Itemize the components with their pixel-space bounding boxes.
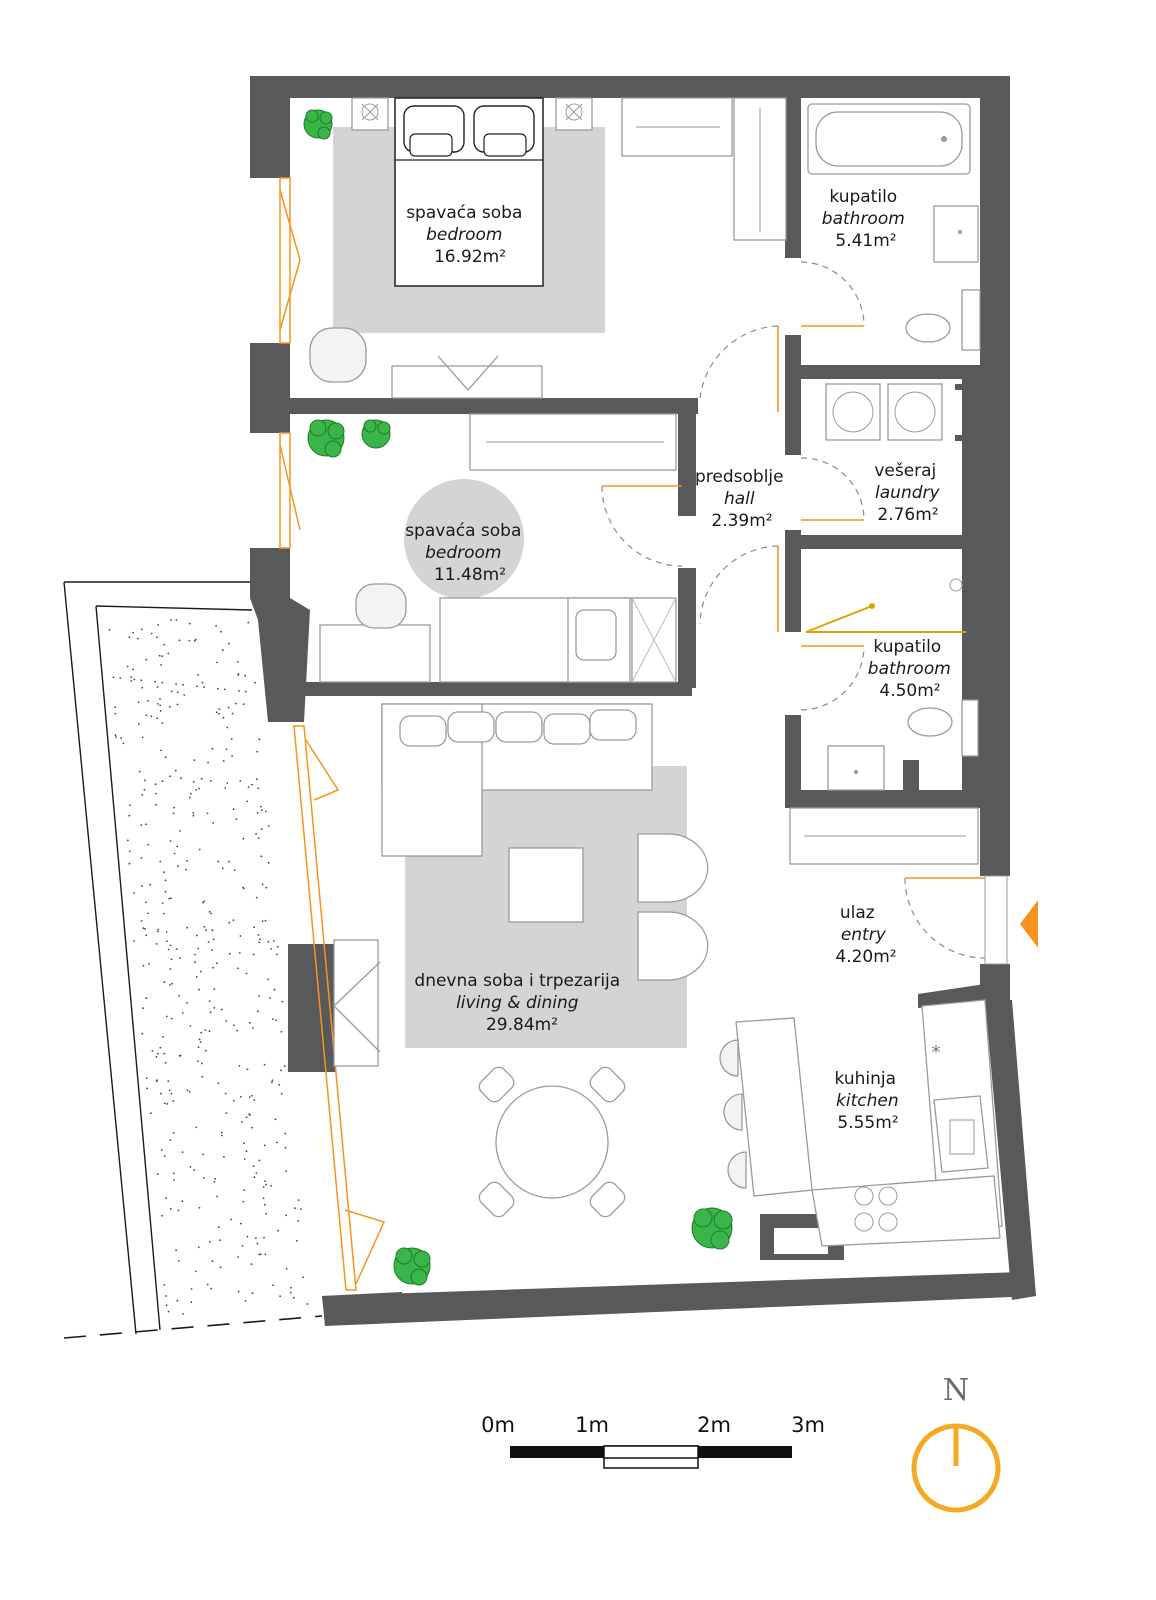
terrace-gravel-texture: [108, 619, 309, 1315]
room-label-living-dining: dnevna soba i trpezarija living & dining…: [414, 971, 625, 1035]
bedroom-furniture: [309, 97, 787, 399]
entry-arrow-icon: [1020, 900, 1038, 948]
room-label-bathroom-2: kupatilo bathroom 4.50m²: [868, 637, 956, 701]
north-arrow-icon: N: [911, 1373, 1001, 1513]
room-label-bedroom-1: spavaća soba bedroom 16.92m²: [406, 203, 528, 267]
room-label-hall: predsoblje hall 2.39m²: [695, 467, 789, 531]
svg-text:*: *: [932, 1042, 941, 1063]
room-label-laundry: vešeraj laundry 2.76m²: [874, 461, 945, 525]
scale-label-3m: 3m: [791, 1413, 825, 1437]
bedroom-2-furniture: [319, 413, 677, 683]
scale-label-2m: 2m: [697, 1413, 731, 1437]
north-letter: N: [943, 1373, 969, 1408]
room-label-kitchen: kuhinja kitchen 5.55m²: [835, 1069, 904, 1133]
room-label-bedroom-2: spavaća soba bedroom 11.48m²: [405, 521, 527, 585]
bedroom-2-round-rug: [404, 479, 524, 599]
doors: [601, 261, 1008, 965]
plants: [303, 109, 733, 1286]
scale-label-0m: 0m: [481, 1413, 515, 1437]
plant-icon: [393, 1247, 431, 1286]
living-furniture: [333, 703, 709, 1218]
plant-icon: [303, 109, 333, 140]
wet-rooms-furniture: [789, 103, 981, 865]
room-labels: spavaća soba bedroom 16.92m² kupatilo ba…: [405, 187, 956, 1133]
room-label-entry: ulaz entry 4.20m²: [835, 903, 896, 967]
scale-bar: 0m 1m 2m 3m: [481, 1413, 825, 1469]
scale-label-1m: 1m: [575, 1413, 609, 1437]
plant-icon: [361, 419, 391, 449]
windows: [279, 177, 386, 1291]
room-label-bathroom-1: kupatilo bathroom 5.41m²: [822, 187, 910, 251]
terrace: [63, 581, 323, 1339]
plant-icon: [307, 419, 345, 458]
walls: [250, 76, 1036, 1326]
plant-icon: [691, 1207, 733, 1250]
kitchen-furniture: *: [719, 999, 1003, 1247]
